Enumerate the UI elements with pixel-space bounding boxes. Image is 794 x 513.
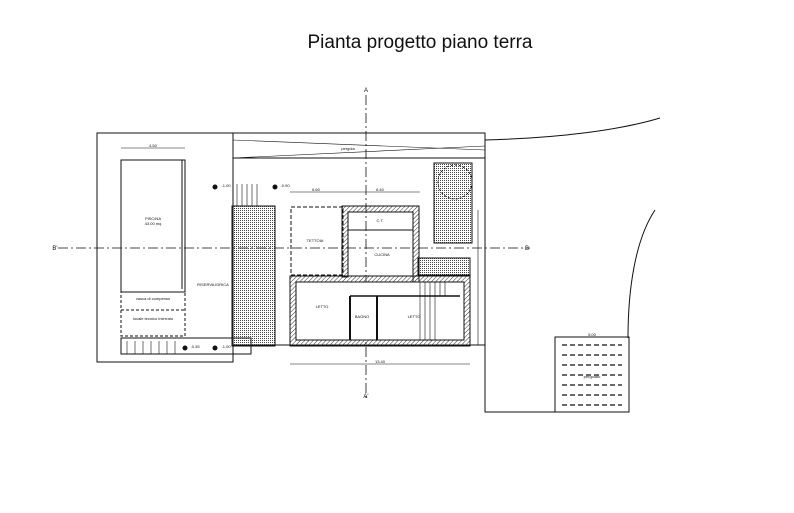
- label-locale-tecnico: locale tecnico interrato: [133, 316, 174, 321]
- level-4: -0.35: [190, 344, 200, 349]
- level-marker-icon: [212, 184, 218, 190]
- label-piscina: PISCINA: [145, 216, 161, 221]
- label-cucina: CUCINA: [374, 252, 390, 257]
- dim-piscina: 4.50: [149, 143, 158, 148]
- pergolato: [554, 336, 630, 413]
- label-vasca: vasca di compenso: [136, 296, 171, 301]
- section-mark-b-left: B': [52, 246, 57, 252]
- section-mark-a: A: [364, 88, 368, 94]
- riserva-strip: [231, 205, 276, 347]
- level-marker-icon: [182, 345, 188, 351]
- level-1: -1.00: [221, 183, 231, 188]
- level-marker-icon: [212, 345, 218, 351]
- dim-cucina: 6.40: [376, 187, 385, 192]
- label-piscina-area: 43.00 mq: [145, 221, 162, 226]
- level-3: -1.00: [221, 344, 231, 349]
- drawing-title: Pianta progetto piano terra: [307, 32, 533, 53]
- pool: [120, 159, 186, 293]
- dim-total: 13.40: [375, 359, 386, 364]
- boundary-line: [484, 133, 555, 413]
- dim-pergolato: 5.00: [588, 332, 597, 337]
- label-riserva: RISERVA IDRICA: [197, 282, 229, 287]
- level-marker-icon: [272, 184, 278, 190]
- section-mark-a-bottom: A': [363, 394, 368, 400]
- lot-left: [96, 132, 234, 363]
- boundary-curve: [627, 209, 656, 339]
- dim-tettoia: 6.60: [312, 187, 321, 192]
- boundary-curve: [484, 117, 661, 141]
- section-mark-b-right: B: [525, 246, 529, 252]
- label-ct: C.T.: [376, 218, 383, 223]
- label-pergolato: pergolato: [584, 374, 601, 379]
- level-2: -0.90: [280, 183, 290, 188]
- label-pergola: pergola: [341, 146, 355, 151]
- label-letto-1: LETTO: [316, 304, 329, 309]
- label-letto-2: LETTO: [408, 314, 421, 319]
- label-bagno: BAGNO: [355, 314, 369, 319]
- label-tettoia: TETTOIA: [307, 238, 324, 243]
